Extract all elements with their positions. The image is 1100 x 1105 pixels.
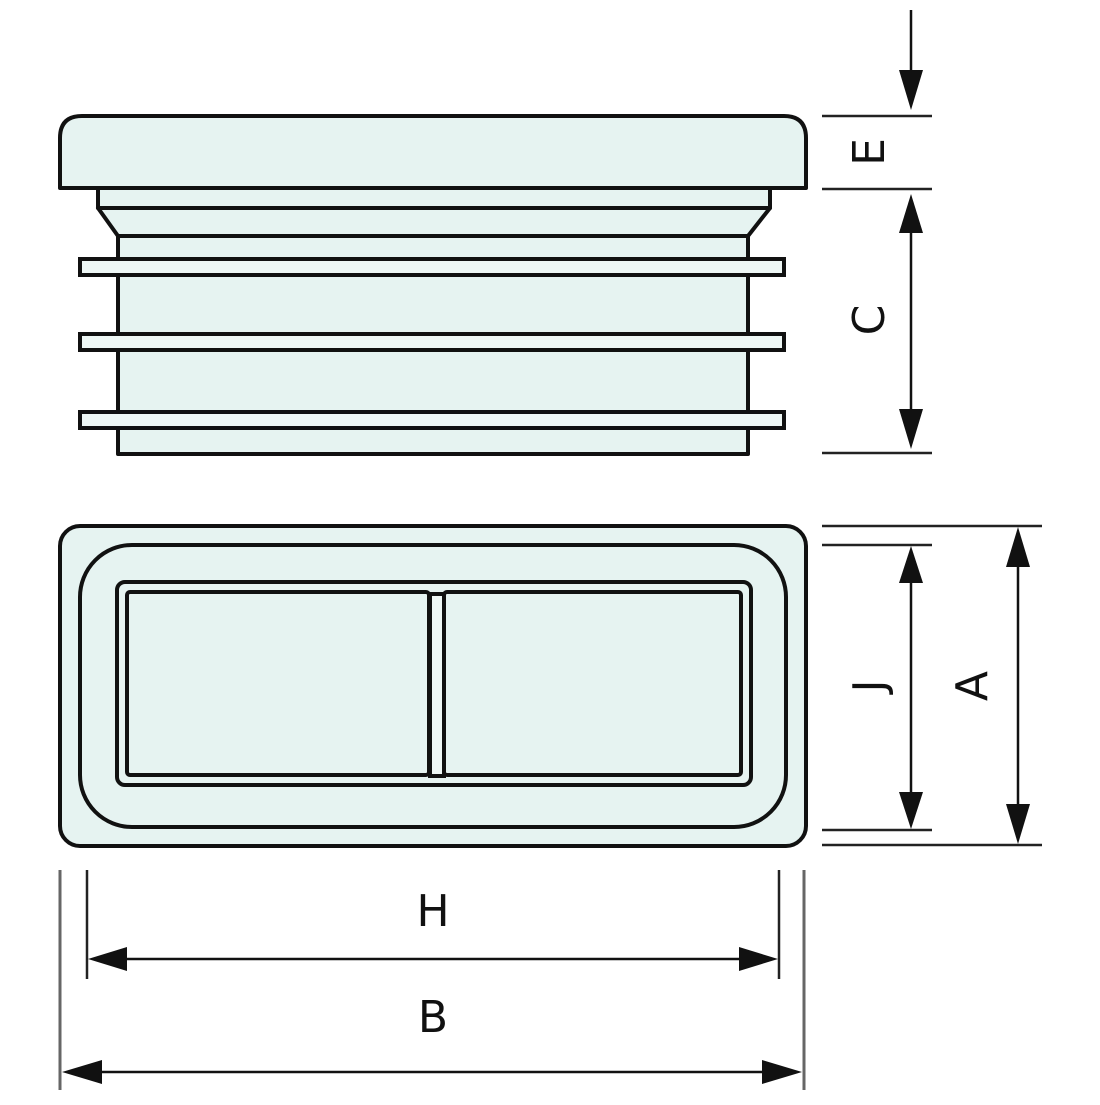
rib-2 (78, 332, 786, 352)
compartment-left (125, 590, 431, 777)
tapered-collar (96, 206, 772, 238)
dimension-label-h: H (416, 886, 449, 937)
dimension-c: C (822, 194, 932, 455)
rib-1 (78, 257, 786, 277)
dimension-label-j: J (844, 680, 895, 696)
dimension-h: H (85, 870, 781, 979)
dimension-b: B (58, 870, 806, 1090)
center-divider (428, 592, 446, 778)
rib-3 (78, 410, 786, 430)
dimension-e: E (822, 10, 932, 191)
arrow-up-icon (899, 194, 923, 233)
cap-neck (96, 186, 772, 210)
dimension-j: J (822, 543, 932, 832)
dimension-label-a: A (947, 671, 998, 701)
arrow-up-icon (899, 546, 923, 583)
arrow-down-icon (1006, 804, 1030, 844)
arrow-down-icon (899, 70, 923, 110)
arrow-left-icon (88, 947, 127, 971)
top-view (58, 524, 808, 848)
dimension-label-b: B (418, 992, 448, 1043)
dimension-label-e: E (844, 138, 895, 166)
arrow-down-icon (899, 409, 923, 449)
dimension-a: A (822, 524, 1042, 847)
arrow-down-icon (899, 792, 923, 829)
arrow-up-icon (1006, 527, 1030, 567)
dimension-label-c: C (844, 305, 895, 336)
arrow-left-icon (62, 1060, 102, 1084)
arrow-right-icon (739, 947, 778, 971)
compartment-right (442, 590, 743, 777)
side-view (58, 114, 808, 456)
arrow-right-icon (762, 1060, 802, 1084)
cap-head (58, 114, 808, 190)
